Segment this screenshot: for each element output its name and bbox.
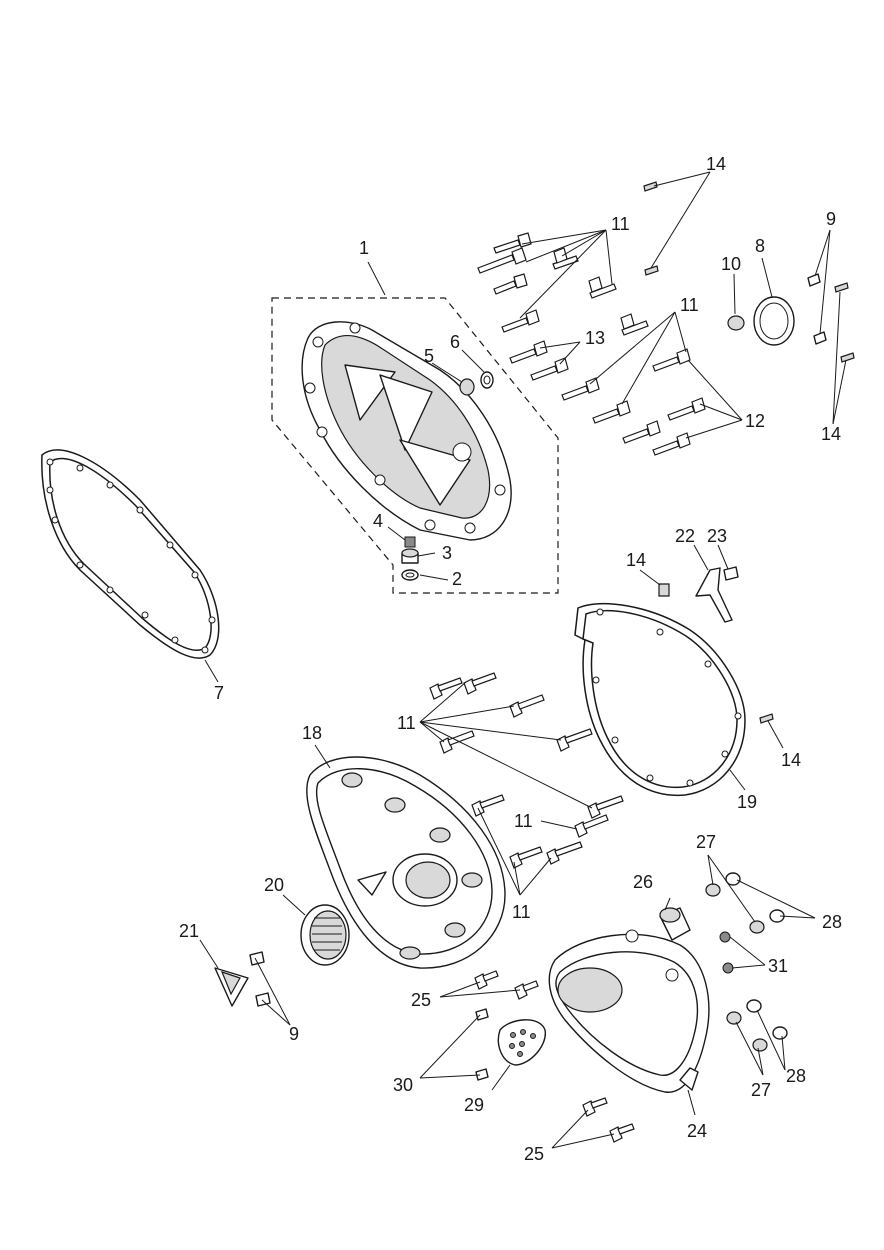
callout-23: 23	[707, 526, 727, 546]
callout-14-c: 14	[626, 550, 646, 570]
callout-30: 30	[393, 1075, 413, 1095]
screws-9-lower	[249, 951, 271, 1007]
seal-washer	[401, 569, 419, 581]
callout-8: 8	[755, 236, 765, 256]
callout-24: 24	[687, 1121, 707, 1141]
callout-27-b: 27	[751, 1080, 771, 1100]
spacer-bush	[401, 548, 419, 564]
callout-11-c: 11	[397, 713, 416, 733]
cover-bolts-25	[474, 970, 635, 1143]
primary-cover-gasket	[41, 449, 220, 659]
dowel-bush	[404, 536, 416, 548]
primary-drive-cover	[548, 929, 710, 1093]
callout-7: 7	[214, 683, 224, 703]
callout-28-b: 28	[786, 1066, 806, 1086]
dowel-pins	[643, 181, 855, 724]
callout-9-top: 9	[826, 209, 836, 229]
callout-25-b: 25	[524, 1144, 544, 1164]
callout-4: 4	[373, 511, 383, 531]
bracket	[695, 567, 733, 623]
callout-3: 3	[442, 543, 452, 563]
callout-12: 12	[745, 411, 765, 431]
bracket-screw	[723, 566, 739, 581]
small-fasteners-upper	[705, 872, 785, 974]
outer-clutch-cover	[306, 756, 506, 969]
screws-9-top	[807, 273, 827, 345]
callout-20: 20	[264, 875, 284, 895]
plate-screws	[475, 1008, 489, 1081]
callout-1: 1	[359, 238, 369, 258]
triangle-badge	[214, 967, 249, 1007]
callout-14-b: 14	[821, 424, 841, 444]
callout-11-b: 11	[680, 295, 699, 315]
needle-bearing	[459, 378, 475, 396]
callout-10: 10	[721, 254, 741, 274]
callout-14-d: 14	[781, 750, 801, 770]
callout-19: 19	[737, 792, 757, 812]
callout-21: 21	[179, 921, 199, 941]
callout-28-a: 28	[822, 912, 842, 932]
callout-11-e: 11	[512, 902, 531, 922]
inspection-cover-seal	[753, 296, 795, 346]
callout-11-a: 11	[611, 214, 630, 234]
callout-22: 22	[675, 526, 695, 546]
callout-26: 26	[633, 872, 653, 892]
callout-13: 13	[585, 328, 605, 348]
leader-lines	[199, 171, 847, 1149]
plug-nut	[727, 315, 745, 331]
callout-25-a: 25	[411, 990, 431, 1010]
callout-6: 6	[450, 332, 460, 352]
callout-9-bottom: 9	[289, 1024, 299, 1044]
bolts-upper	[477, 232, 706, 456]
clutch-badge	[300, 904, 350, 966]
callout-14-a: 14	[706, 154, 726, 174]
callout-18: 18	[302, 723, 322, 743]
assembly-boundary	[271, 297, 559, 594]
cover-plate	[497, 1019, 546, 1066]
callout-27-a: 27	[696, 832, 716, 852]
callout-11-d: 11	[514, 811, 533, 831]
clutch-cover-gasket	[574, 602, 746, 797]
callout-labels: 1 2 3 4 5 6 7 8 9 10 11 11 11 11 11 12 1…	[179, 154, 842, 1164]
callout-5: 5	[424, 346, 434, 366]
bolts-lower	[429, 672, 624, 869]
callout-2: 2	[452, 569, 462, 589]
oil-seal	[480, 371, 494, 389]
callout-31: 31	[768, 956, 788, 976]
callout-29: 29	[464, 1095, 484, 1115]
small-fasteners-lower	[726, 999, 788, 1052]
filler-plug	[659, 907, 691, 941]
inner-clutch-cover	[301, 321, 512, 541]
